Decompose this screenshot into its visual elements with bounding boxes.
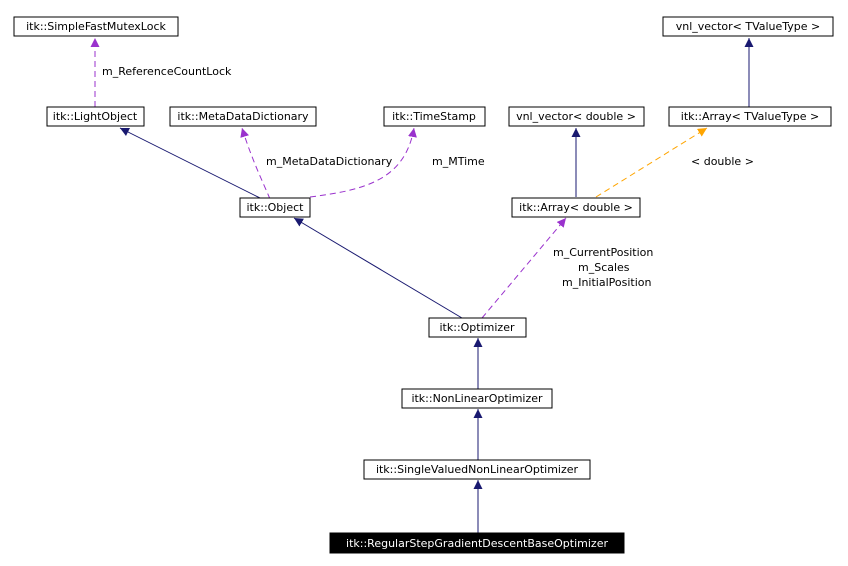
- edge-object-inherits-lightobject: [119, 127, 263, 200]
- node-label: itk::MetaDataDictionary: [177, 110, 309, 123]
- node-non-linear-optimizer[interactable]: itk::NonLinearOptimizer: [401, 388, 553, 409]
- node-regular-step-gradient-descent-base-optimizer[interactable]: itk::RegularStepGradientDescentBaseOptim…: [329, 532, 625, 554]
- node-label: itk::TimeStamp: [392, 110, 476, 123]
- edge-label-reference-count-lock: m_ReferenceCountLock: [102, 65, 232, 78]
- edge-label-mtime: m_MTime: [432, 155, 485, 168]
- edge-label-current-position: m_CurrentPosition: [553, 246, 653, 259]
- edge-label-meta-data-dictionary: m_MetaDataDictionary: [266, 155, 393, 168]
- edge-mtime: [309, 127, 417, 198]
- node-meta-data-dictionary[interactable]: itk::MetaDataDictionary: [169, 106, 317, 127]
- node-array-tvaluetype[interactable]: itk::Array< TValueType >: [668, 106, 832, 127]
- node-time-stamp[interactable]: itk::TimeStamp: [383, 106, 486, 127]
- node-vnl-vector-double[interactable]: vnl_vector< double >: [508, 106, 645, 127]
- node-simple-fast-mutex-lock[interactable]: itk::SimpleFastMutexLock: [13, 16, 179, 37]
- node-label: itk::SingleValuedNonLinearOptimizer: [376, 463, 579, 476]
- node-label: itk::RegularStepGradientDescentBaseOptim…: [346, 537, 608, 550]
- node-label: itk::Array< TValueType >: [681, 110, 819, 123]
- edge-label-scales: m_Scales: [578, 261, 630, 274]
- node-label: vnl_vector< TValueType >: [676, 20, 821, 33]
- node-label: itk::SimpleFastMutexLock: [26, 20, 166, 33]
- edge-positions-scales: [481, 217, 567, 319]
- edge-template-double: [595, 127, 708, 198]
- edge-meta-data-dictionary: [240, 127, 271, 200]
- node-object[interactable]: itk::Object: [239, 197, 311, 218]
- node-label: itk::NonLinearOptimizer: [411, 392, 543, 405]
- node-vnl-vector-tvaluetype[interactable]: vnl_vector< TValueType >: [662, 16, 834, 37]
- node-label: itk::Object: [247, 201, 305, 214]
- edge-label-template-double: < double >: [691, 155, 754, 168]
- edge-label-initial-position: m_InitialPosition: [562, 276, 652, 289]
- node-light-object[interactable]: itk::LightObject: [46, 106, 145, 127]
- edge-optimizer-inherits-object: [293, 217, 463, 319]
- node-single-valued-non-linear-optimizer[interactable]: itk::SingleValuedNonLinearOptimizer: [363, 459, 591, 480]
- node-optimizer[interactable]: itk::Optimizer: [428, 317, 527, 338]
- node-label: itk::Optimizer: [440, 321, 515, 334]
- node-label: vnl_vector< double >: [516, 110, 636, 123]
- node-label: itk::LightObject: [53, 110, 138, 123]
- node-label: itk::Array< double >: [519, 201, 633, 214]
- node-array-double[interactable]: itk::Array< double >: [511, 197, 641, 218]
